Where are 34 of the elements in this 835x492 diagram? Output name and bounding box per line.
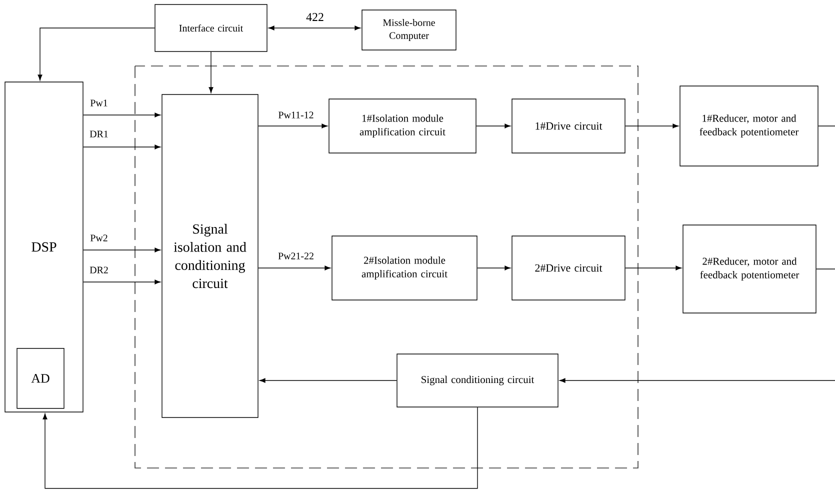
arrow (476, 124, 510, 128)
edge-label: Pw2 (89, 234, 109, 242)
process-box: 1#Isolation module amplification circuit (328, 98, 476, 154)
arrow (38, 28, 155, 80)
arrow (83, 112, 160, 118)
process-box: Missle-borne Computer (362, 10, 456, 50)
process-box: Signal conditioning circuit (396, 354, 558, 408)
arrow (268, 26, 360, 30)
edge-label: DR2 (88, 266, 110, 274)
process-box: 2#Reducer, motor and feedback potentiometer (682, 224, 816, 314)
process-box: 2#Isolation module amplification circuit (332, 236, 478, 300)
arrow (208, 52, 214, 93)
process-box: AD (16, 348, 64, 409)
arrow (260, 378, 397, 383)
arrow (83, 248, 160, 252)
process-box: 1#Drive circuit (512, 98, 626, 154)
process-box: Interface circuit (154, 4, 268, 52)
process-box: Signal isolation and conditioning circuit (162, 94, 258, 418)
arrow (477, 266, 510, 270)
edge-label: Pw21-22 (277, 252, 315, 260)
arrow (625, 124, 678, 128)
arrow (258, 266, 330, 270)
edge-label: 422 (305, 12, 325, 22)
edge-label: DR1 (88, 130, 110, 138)
process-box: 1#Reducer, motor and feedback potentiometer (680, 86, 818, 166)
arrow (83, 144, 160, 150)
arrow (258, 124, 328, 128)
arrow (42, 407, 478, 489)
arrow (83, 280, 160, 284)
edge-label: Pw11-12 (277, 110, 315, 120)
edge-label: Pw1 (89, 98, 109, 108)
arrow (625, 266, 682, 270)
process-box: 2#Drive circuit (512, 236, 626, 300)
arrow (560, 378, 835, 383)
